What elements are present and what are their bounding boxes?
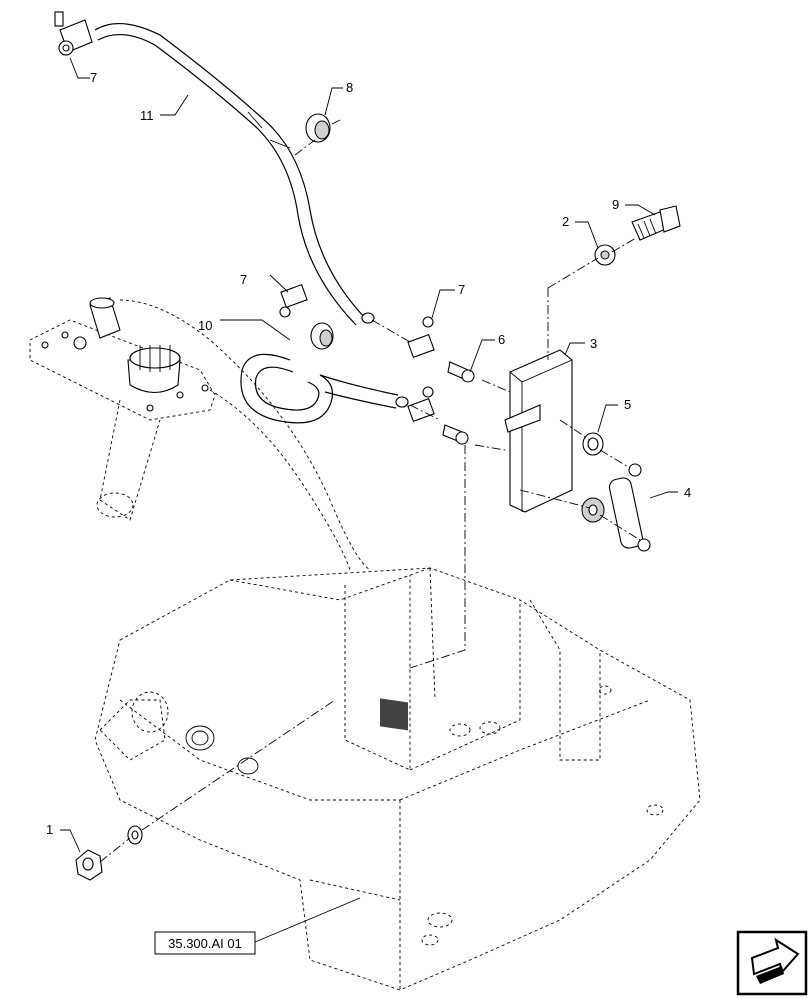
fitting-6b [442, 424, 469, 445]
washer-1 [127, 825, 143, 845]
link-4 [608, 463, 651, 552]
callouts: 7 11 8 7 10 7 6 3 5 4 2 9 1 [46, 70, 691, 837]
callout-1: 1 [46, 822, 53, 837]
washer-2 [594, 244, 616, 266]
callout-7a: 7 [90, 70, 97, 85]
washer-5b [581, 497, 605, 523]
clamp-7-b [407, 316, 435, 358]
fuel-hose-11 [54, 11, 375, 326]
bracket-3 [504, 349, 573, 513]
grommet-8 [305, 113, 331, 143]
callout-5: 5 [624, 397, 631, 412]
clamp-7-c [407, 386, 435, 422]
callout-4: 4 [684, 485, 691, 500]
nut-1 [75, 849, 103, 881]
bolt-9 [631, 205, 681, 241]
reference-label: 35.300.AI 01 [168, 936, 242, 951]
callout-8: 8 [346, 80, 353, 95]
leader-lines [60, 57, 678, 943]
callout-11: 11 [140, 108, 154, 123]
callout-7b: 7 [240, 272, 247, 287]
callout-9: 9 [612, 197, 619, 212]
arrow-icon[interactable] [736, 930, 808, 996]
washer-5 [582, 432, 604, 456]
machine-frame-phantom [94, 567, 701, 991]
clamp-7-a [279, 284, 308, 318]
callout-3: 3 [590, 336, 597, 351]
callout-6: 6 [498, 332, 505, 347]
callout-7c: 7 [458, 282, 465, 297]
fuel-tank-phantom [29, 297, 371, 571]
fitting-6 [447, 361, 475, 383]
callout-10: 10 [198, 318, 212, 333]
fuel-hose-10 [240, 353, 409, 424]
callout-2: 2 [562, 214, 569, 229]
reference-box: 35.300.AI 01 [154, 931, 256, 955]
assembly-centerlines [99, 119, 641, 863]
grommet-10b [310, 322, 334, 350]
